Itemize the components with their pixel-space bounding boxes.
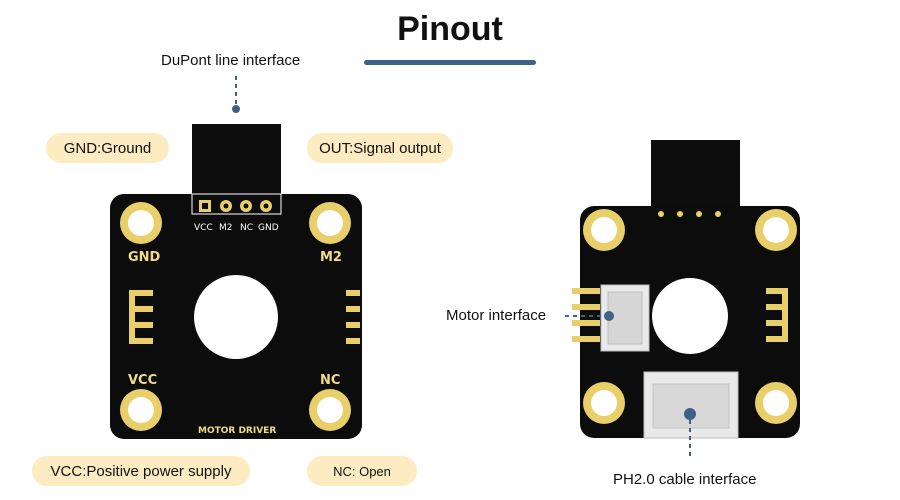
- pin-label-gnd: GND: [258, 223, 279, 233]
- motor-interface-label: Motor interface: [446, 307, 547, 324]
- mounting-hole-tr: [309, 202, 351, 244]
- back-board: [565, 140, 800, 460]
- vcc-pill: VCC:Positive power supply: [32, 456, 250, 486]
- mounting-hole-tl: [120, 202, 162, 244]
- corner-label-vcc: VCC: [128, 373, 157, 388]
- corner-label-nc: NC: [320, 373, 340, 388]
- gnd-pill: GND:Ground: [46, 133, 169, 163]
- back-hole-bl: [583, 382, 625, 424]
- ph20-leader-dot: [684, 408, 696, 420]
- back-left-pads: [572, 288, 600, 342]
- pin-label-vcc: VCC: [194, 223, 213, 233]
- left-side-pads: [129, 290, 153, 344]
- back-top-pins: [658, 211, 721, 217]
- center-hole: [194, 275, 278, 359]
- back-dupont-connector: [651, 140, 740, 210]
- page-title: Pinout: [397, 10, 503, 48]
- back-center-hole: [652, 278, 728, 354]
- back-hole-br: [755, 382, 797, 424]
- pin-label-nc: NC: [240, 223, 253, 233]
- pin-label-m2: M2: [219, 223, 233, 233]
- front-board: VCC M2 NC GND GND M2 VCC NC MOTOR DRIVER: [110, 124, 362, 439]
- corner-label-m2: M2: [320, 250, 342, 265]
- header-pins: [199, 200, 272, 212]
- corner-label-gnd: GND: [128, 250, 161, 265]
- mounting-hole-bl: [120, 389, 162, 431]
- ph20-interface-label: PH2.0 cable interface: [613, 471, 757, 488]
- back-hole-tr: [755, 209, 797, 251]
- back-hole-tl: [583, 209, 625, 251]
- back-right-pads: [766, 288, 788, 342]
- motor-leader-dot: [604, 311, 614, 321]
- nc-pill: NC: Open: [307, 456, 417, 486]
- title-underline: [364, 60, 536, 65]
- right-side-pads: [346, 290, 360, 344]
- silkscreen-motor-driver: MOTOR DRIVER: [198, 426, 276, 436]
- mounting-hole-br: [309, 389, 351, 431]
- dupont-interface-label: DuPont line interface: [161, 52, 301, 69]
- dupont-leader-dot: [232, 105, 240, 113]
- out-pill: OUT:Signal output: [307, 133, 453, 163]
